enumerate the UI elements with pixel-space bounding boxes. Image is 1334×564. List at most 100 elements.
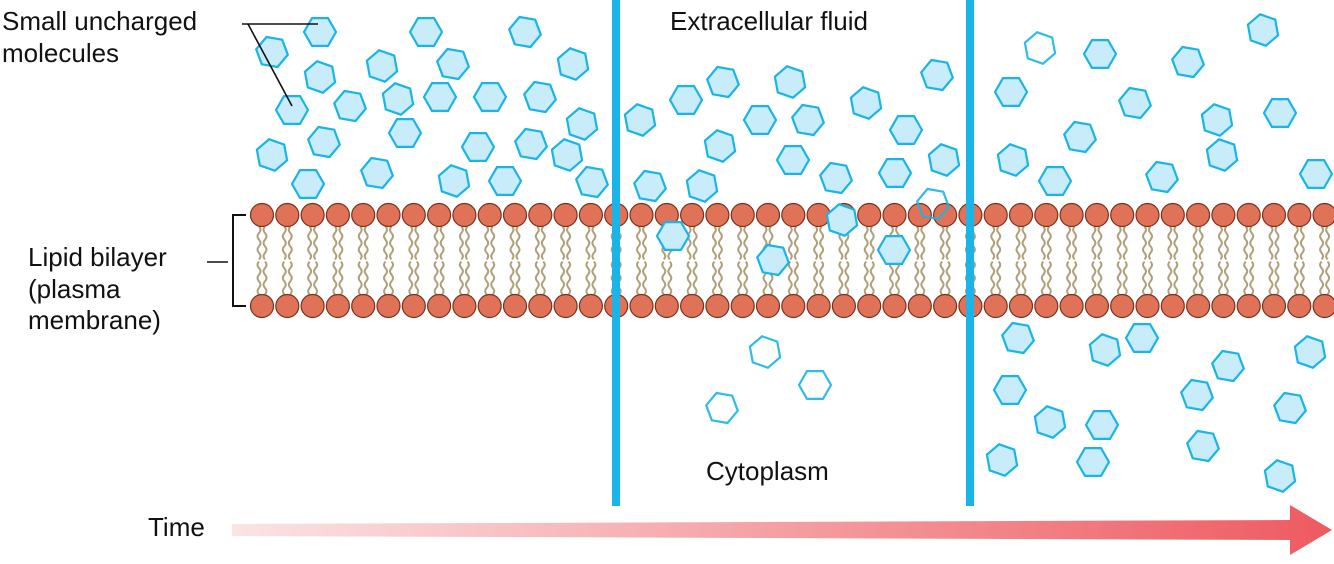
lipid-tail: [1048, 227, 1051, 260]
phospholipid-pair: [377, 204, 400, 318]
lipid-tail: [283, 227, 286, 260]
molecule-hexagon: [383, 83, 413, 114]
lipid-head: [402, 295, 425, 318]
lipid-head: [529, 295, 552, 318]
molecule-hexagon: [827, 204, 857, 235]
lipid-tail: [890, 262, 893, 295]
molecule-hexagon: [462, 133, 494, 161]
molecule-hexagon: [775, 66, 805, 97]
lipid-head: [1085, 204, 1108, 227]
lipid-head: [832, 295, 855, 318]
molecule-hexagon: [1212, 351, 1244, 381]
molecule-hexagon: [1064, 122, 1096, 152]
lipid-head: [1161, 295, 1184, 318]
lipid-head: [757, 295, 780, 318]
lipid-tail: [314, 227, 317, 260]
lipid-head: [1085, 295, 1108, 318]
molecule-hexagon: [878, 236, 910, 264]
phospholipid-pair: [352, 204, 375, 318]
lipid-head: [1237, 204, 1260, 227]
lipid-tail: [1194, 262, 1197, 295]
lipid-tail: [1092, 262, 1095, 295]
molecule-hexagon: [1035, 406, 1065, 437]
lipid-tail: [1124, 262, 1127, 295]
lipid-tail: [466, 262, 469, 295]
lipid-tail: [1200, 227, 1203, 260]
lipid-bilayer: [251, 204, 1334, 318]
lipid-tail: [485, 262, 488, 295]
phospholipid-pair: [301, 204, 324, 318]
lipid-head: [782, 295, 805, 318]
lipid-tail: [586, 262, 589, 295]
molecule-hexagon: [757, 245, 789, 275]
lipid-tail: [896, 262, 899, 295]
molecule-hexagon: [334, 91, 366, 121]
lipid-tail: [713, 262, 716, 295]
molecule-hexagon: [744, 106, 776, 134]
lipid-head: [858, 204, 881, 227]
molecule-hexagon: [257, 139, 287, 170]
phospholipid-pair: [1010, 204, 1033, 318]
lipid-head: [1212, 295, 1235, 318]
molecule-hexagon: [1181, 380, 1213, 410]
lipid-head: [579, 204, 602, 227]
lipid-tail: [542, 227, 545, 260]
lipid-tail: [1270, 227, 1273, 260]
molecule-hexagon: [1119, 88, 1151, 118]
lipid-tail: [1168, 227, 1171, 260]
lipid-head: [428, 295, 451, 318]
lipid-head: [453, 295, 476, 318]
lipid-tail: [1118, 262, 1121, 295]
lipid-tail: [491, 262, 494, 295]
molecule-hexagon: [890, 116, 922, 144]
phospholipid-pair: [984, 204, 1007, 318]
lipid-tail: [542, 262, 545, 295]
lipid-tail: [1143, 227, 1146, 260]
phospholipid-pair: [655, 204, 678, 318]
lipid-tail: [1124, 227, 1127, 260]
lipid-head: [251, 204, 274, 227]
lipid-tail: [1174, 227, 1177, 260]
lipid-head: [1136, 204, 1159, 227]
lipid-tail: [662, 262, 665, 295]
lipid-head: [706, 204, 729, 227]
lipid-head: [1288, 295, 1311, 318]
bilayer-bracket: [233, 215, 246, 306]
molecule-hexagon: [998, 144, 1028, 175]
lipid-tail: [921, 227, 924, 260]
lipid-tail: [947, 262, 950, 295]
lipid-tail: [820, 262, 823, 295]
lipid-head: [731, 204, 754, 227]
lipid-head: [1237, 295, 1260, 318]
molecule-hexagon: [657, 222, 689, 250]
lipid-head: [377, 295, 400, 318]
lipid-tail: [1326, 262, 1329, 295]
lipid-tail: [415, 227, 418, 260]
lipid-head: [1111, 295, 1134, 318]
lipid-tail: [1017, 227, 1020, 260]
phospholipid-pair: [1263, 204, 1286, 318]
lipid-tail: [1301, 227, 1304, 260]
lipid-head: [352, 204, 375, 227]
molecule-hexagon: [524, 82, 556, 112]
phospholipid-pair: [428, 204, 451, 318]
lipid-tail: [688, 262, 691, 295]
molecule-hexagon: [1090, 334, 1120, 365]
time-arrow-shape: [232, 505, 1332, 555]
lipid-tail: [643, 262, 646, 295]
lipid-tail: [409, 262, 412, 295]
lipid-tail: [1301, 262, 1304, 295]
lipid-tail: [694, 227, 697, 260]
lipid-tail: [592, 227, 595, 260]
lipid-tail: [997, 262, 1000, 295]
lipid-head: [681, 204, 704, 227]
lipid-head: [453, 204, 476, 227]
lipid-head: [807, 295, 830, 318]
lipid-tail: [1048, 262, 1051, 295]
lipid-tail: [1149, 262, 1152, 295]
lipid-head: [630, 295, 653, 318]
lipid-tail: [1244, 227, 1247, 260]
lipid-head: [858, 295, 881, 318]
molecule-hexagon: [1039, 167, 1071, 195]
